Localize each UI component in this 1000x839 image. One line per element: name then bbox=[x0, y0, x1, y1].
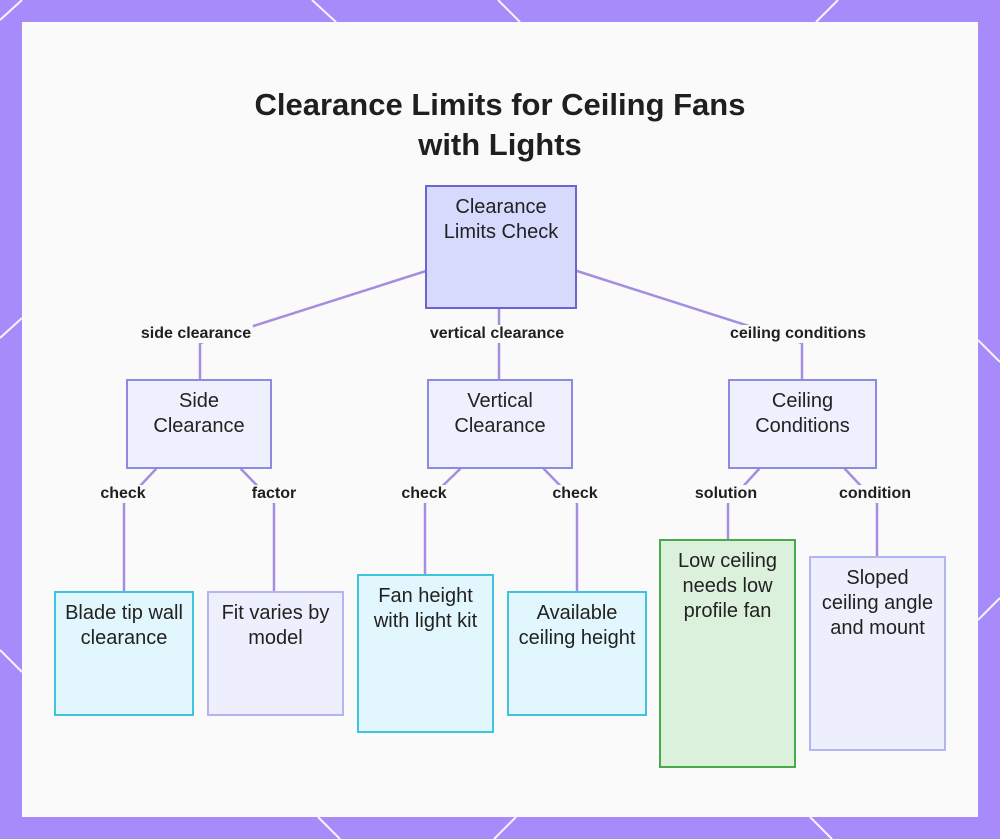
edge-vertical-available bbox=[542, 467, 579, 593]
edge-label-sloped: condition bbox=[837, 485, 913, 503]
node-side-clearance: Side Clearance bbox=[126, 379, 272, 469]
title-line-1: Clearance Limits for Ceiling Fans bbox=[254, 86, 746, 122]
edge-label-fit: factor bbox=[249, 485, 299, 503]
node-low-ceiling-low-profile-fan: Low ceiling needs low profile fan bbox=[659, 539, 796, 768]
edge-label-fanheight: check bbox=[399, 485, 449, 503]
edge-label-available: check bbox=[550, 485, 600, 503]
edge-root-ceiling bbox=[575, 269, 804, 382]
node-ceiling-conditions: Ceiling Conditions bbox=[728, 379, 877, 469]
edge-label-blade: check bbox=[98, 485, 148, 503]
edge-vertical-fanheight bbox=[423, 467, 462, 576]
edge-label-ceiling: ceiling conditions bbox=[727, 325, 869, 343]
node-blade-tip-wall-clearance: Blade tip wall clearance bbox=[54, 591, 194, 716]
node-fit-varies-by-model: Fit varies by model bbox=[207, 591, 344, 716]
edge-label-vertical: vertical clearance bbox=[427, 325, 567, 343]
node-fan-height-with-light-kit: Fan height with light kit bbox=[357, 574, 494, 733]
edge-label-side: side clearance bbox=[138, 325, 254, 343]
edge-root-side bbox=[198, 269, 428, 382]
edge-side-blade bbox=[122, 467, 158, 593]
node-vertical-clearance: Vertical Clearance bbox=[427, 379, 573, 469]
node-available-ceiling-height: Available ceiling height bbox=[507, 591, 647, 716]
edge-ceiling-low bbox=[726, 467, 761, 541]
edge-label-low: solution bbox=[692, 485, 760, 503]
node-clearance-limits-check: Clearance Limits Check bbox=[425, 185, 577, 309]
edge-ceiling-sloped bbox=[843, 467, 879, 558]
diagram-title: Clearance Limits for Ceiling Fans with L… bbox=[200, 85, 800, 165]
title-line-2: with Lights bbox=[418, 126, 582, 162]
node-sloped-ceiling-angle-mount: Sloped ceiling angle and mount bbox=[809, 556, 946, 751]
edge-side-fit bbox=[239, 467, 276, 593]
